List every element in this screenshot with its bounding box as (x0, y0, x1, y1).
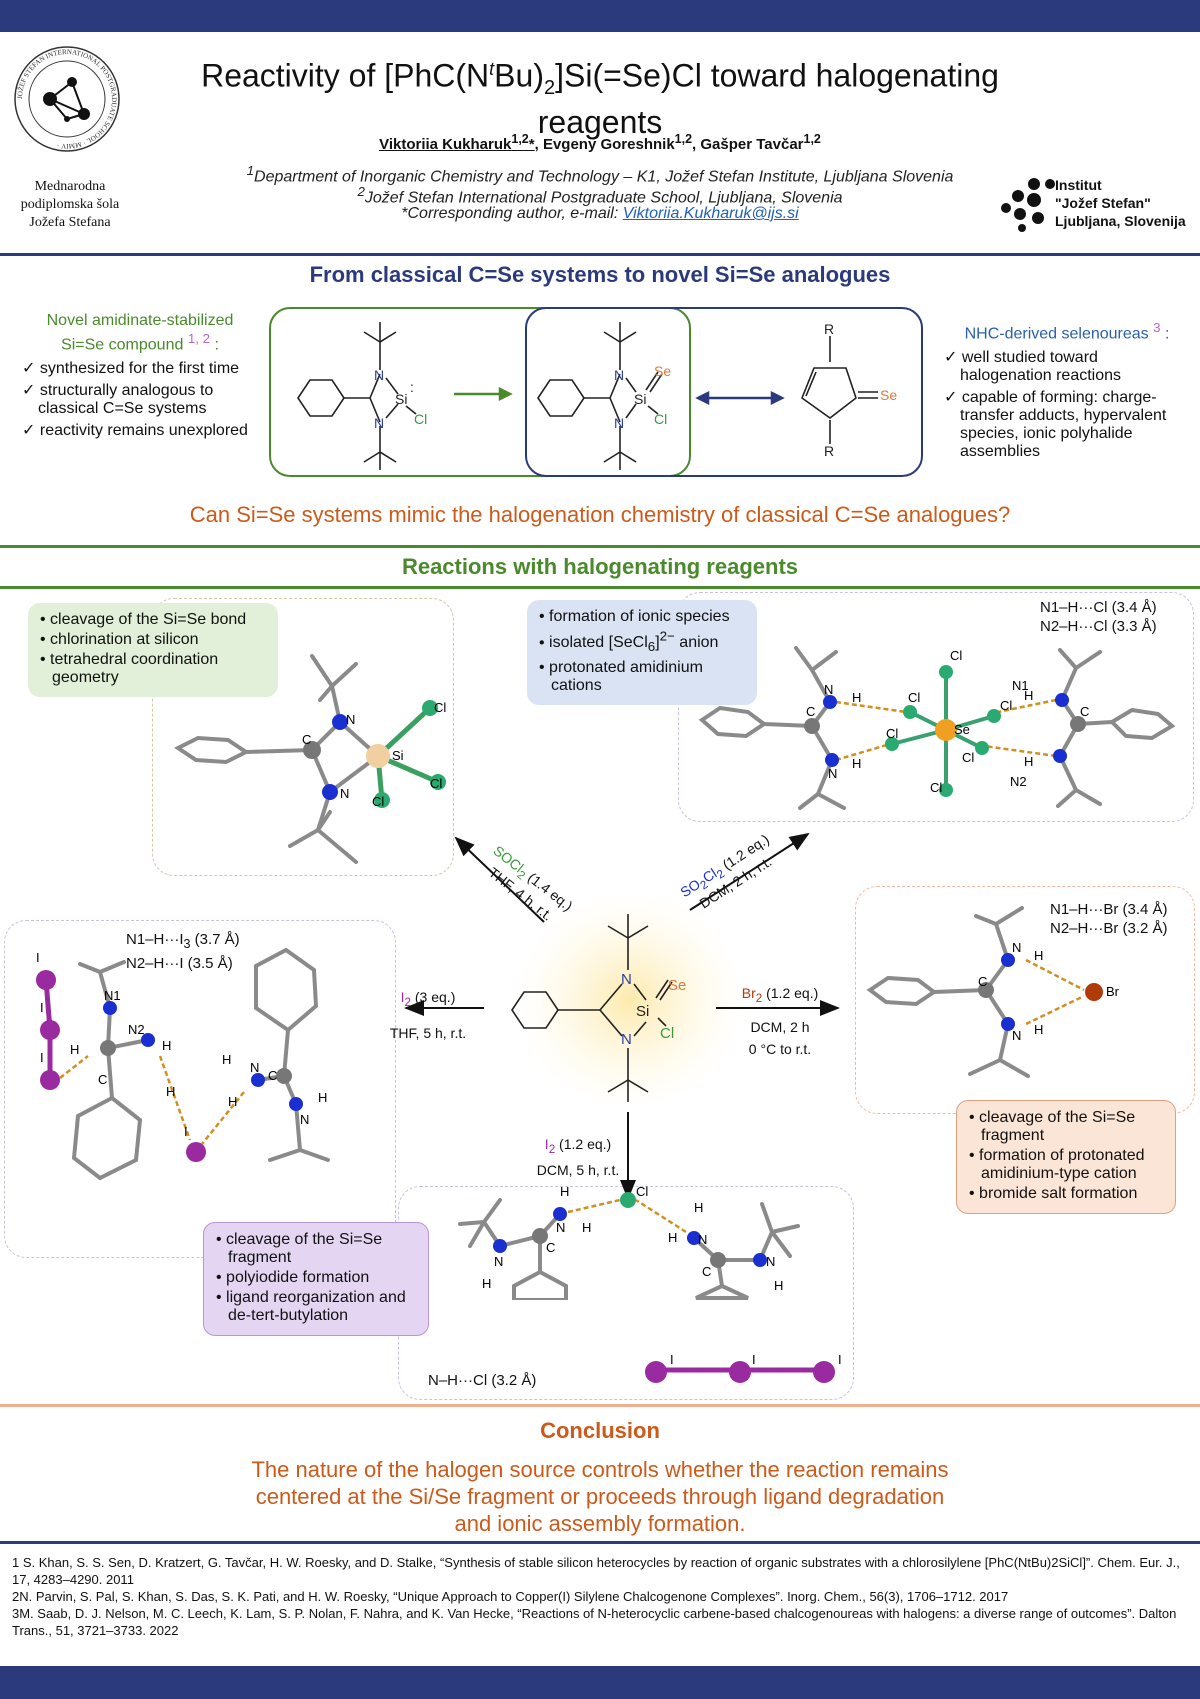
top-band (0, 0, 1200, 32)
affiliation-1: 1Department of Inorganic Chemistry and T… (246, 163, 954, 186)
svg-text:N: N (614, 415, 624, 431)
bottom-band (0, 1666, 1200, 1699)
corresponding-author: *Corresponding author, e-mail: Viktoriia… (401, 205, 799, 222)
divider-1 (0, 253, 1200, 256)
svg-text:Si: Si (634, 391, 646, 407)
svg-text::: : (410, 379, 414, 395)
condition-br2: Br2 (1.2 eq.) DCM, 2 h 0 °C to r.t. (741, 985, 819, 1057)
result-box-socl2: • cleavage of the Si=Se bond • chlorinat… (28, 603, 278, 697)
divider-3 (0, 586, 1200, 589)
institute-logo-text: Institut "Jožef Stefan" Ljubljana, Slove… (1055, 177, 1186, 229)
svg-text:Si: Si (636, 1003, 649, 1020)
selenourea-panel: NHC-derived selenoureas 3 : ✓ well studi… (942, 320, 1192, 465)
list-item: ✓ synthesized for the first time (22, 360, 240, 378)
conclusion-text: The nature of the halogen source control… (251, 1457, 949, 1536)
references: 1 S. Khan, S. S. Sen, D. Kratzert, G. Ta… (12, 1554, 1188, 1639)
divider-4 (0, 1404, 1200, 1407)
svg-text:I: I (752, 1352, 756, 1367)
institute-logo (1000, 176, 1056, 232)
svg-text:N: N (374, 367, 384, 383)
svg-text:N: N (374, 415, 384, 431)
svg-text:Cl: Cl (414, 411, 427, 427)
section-1-title: From classical C=Se systems to novel Si=… (309, 262, 891, 287)
product-frame-i2-3eq (4, 920, 396, 1258)
reaction-arrow (454, 386, 513, 402)
hbond-label-i3: N1–H···I3 (3.7 Å)N2–H···I (3.5 Å) (126, 931, 240, 972)
svg-text:I: I (670, 1352, 674, 1367)
school-logo: JOŽEF STEFAN INTERNATIONAL POSTGRADUATE … (12, 44, 122, 154)
condition-i2-3eq: I2 (3 eq.) THF, 5 h, r.t. (389, 989, 467, 1041)
conclusion-title: Conclusion (540, 1418, 660, 1443)
svg-text:Se: Se (654, 363, 671, 379)
condition-so2cl2: SO2Cl2 (1.2 eq.) DCM, 2 h, r.t. (677, 830, 775, 912)
hbond-label-br: N1–H···Br (3.4 Å)N2–H···Br (3.2 Å) (1050, 901, 1168, 937)
section-2-title: Reactions with halogenating reagents (401, 554, 799, 579)
list-item: ✓ structurally analogous to classical C=… (22, 382, 214, 418)
svg-text:N: N (621, 971, 632, 988)
school-logo-text: Mednarodna podiplomska šola Jožefa Stefa… (20, 179, 120, 230)
email-link[interactable]: Viktoriia.Kukharuk@ijs.si (622, 205, 799, 222)
affiliation-2: 2Jožef Stefan International Postgraduate… (357, 184, 843, 207)
hbond-label-cl: N–H···Cl (3.2 Å) (428, 1372, 537, 1389)
svg-text:R: R (824, 443, 834, 459)
authors: Viktoriia Kukharuk1,2*, Evgeny Goreshnik… (379, 132, 821, 153)
svg-text:Se: Se (880, 387, 897, 403)
triiodide-ion: I I I (640, 1352, 850, 1388)
resonance-arrow (695, 390, 785, 406)
divider-5 (0, 1541, 1200, 1544)
svg-text:N: N (614, 367, 624, 383)
product-frame-socl2 (152, 598, 454, 876)
svg-text:Se: Se (668, 977, 686, 994)
svg-text:Cl: Cl (660, 1025, 674, 1042)
reference-3: 3M. Saab, D. J. Nelson, M. C. Leech, K. … (12, 1606, 1177, 1638)
svg-text:R: R (824, 321, 834, 337)
list-item: ✓ well studied toward halogenation react… (944, 349, 1122, 385)
result-box-i2: • cleavage of the Si=Se fragment • polyi… (203, 1222, 429, 1336)
result-box-so2cl2: • formation of ionic species • isolated … (527, 600, 757, 705)
hbond-label-secl6: N1–H···Cl (3.4 Å)N2–H···Cl (3.3 Å) (1040, 599, 1157, 635)
poster-title: Reactivity of [PhC(NtBu)2]Si(=Se)Cl towa… (201, 57, 999, 141)
reference-2: 2N. Parvin, S. Pal, S. Khan, S. Das, S. … (12, 1589, 1009, 1604)
divider-2 (0, 545, 1200, 548)
structure-scheme: N N Si Cl : N N Si Se Cl (268, 306, 924, 478)
condition-i2-12eq: I2 (1.2 eq.) DCM, 5 h, r.t. (536, 1136, 620, 1178)
svg-text:Si: Si (395, 391, 407, 407)
svg-text:N: N (621, 1031, 632, 1048)
svg-text:JOŽEF STEFAN INTERNATIONAL POS: JOŽEF STEFAN INTERNATIONAL POSTGRADUATE … (16, 48, 118, 150)
logo-ring-text: JOŽEF STEFAN INTERNATIONAL POSTGRADUATE … (16, 48, 118, 150)
list-item: ✓ reactivity remains unexplored (22, 422, 248, 440)
result-box-br2: • cleavage of the Si=Se fragment • forma… (956, 1100, 1176, 1214)
condition-socl2: SOCl2 (1.4 eq.) THF, 4 h, r.t. (485, 842, 576, 924)
research-question: Can Si=Se systems mimic the halogenation… (189, 502, 1011, 527)
svg-text:I: I (838, 1352, 842, 1367)
list-item: ✓ capable of forming: charge-transfer ad… (944, 389, 1167, 461)
product-frame-so2cl2 (678, 592, 1194, 822)
reference-1: 1 S. Khan, S. S. Sen, D. Kratzert, G. Ta… (12, 1555, 1180, 1587)
svg-text:Cl: Cl (654, 411, 667, 427)
